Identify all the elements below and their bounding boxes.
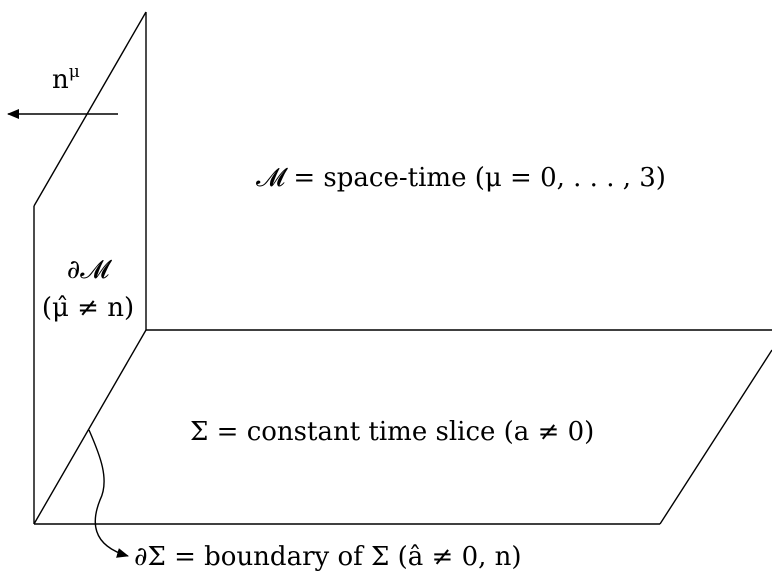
spacetime-label: 𝓜 = space-time (μ = 0, . . . , 3)	[256, 163, 666, 193]
normal-vector-superscript: μ	[69, 62, 80, 82]
normal-vector-base: n	[52, 65, 69, 95]
time-slice-right-edge	[659, 349, 772, 525]
boundary-M-index-label: (μ̂ ≠ n)	[42, 293, 134, 323]
boundary-sigma-pointer	[88, 429, 129, 558]
boundary-M-label: ∂𝓜	[67, 255, 112, 285]
time-slice-left-edge	[33, 329, 147, 525]
boundary-plane	[33, 11, 147, 524]
time-slice-label: Σ = constant time slice (a ≠ 0)	[190, 417, 594, 447]
boundary-sigma-label: ∂Σ = boundary of Σ (â ≠ 0, n)	[134, 542, 522, 572]
normal-vector-label: nμ	[52, 62, 80, 95]
boundary-plane-top-edge	[33, 11, 147, 207]
time-slice-plane	[33, 329, 772, 525]
